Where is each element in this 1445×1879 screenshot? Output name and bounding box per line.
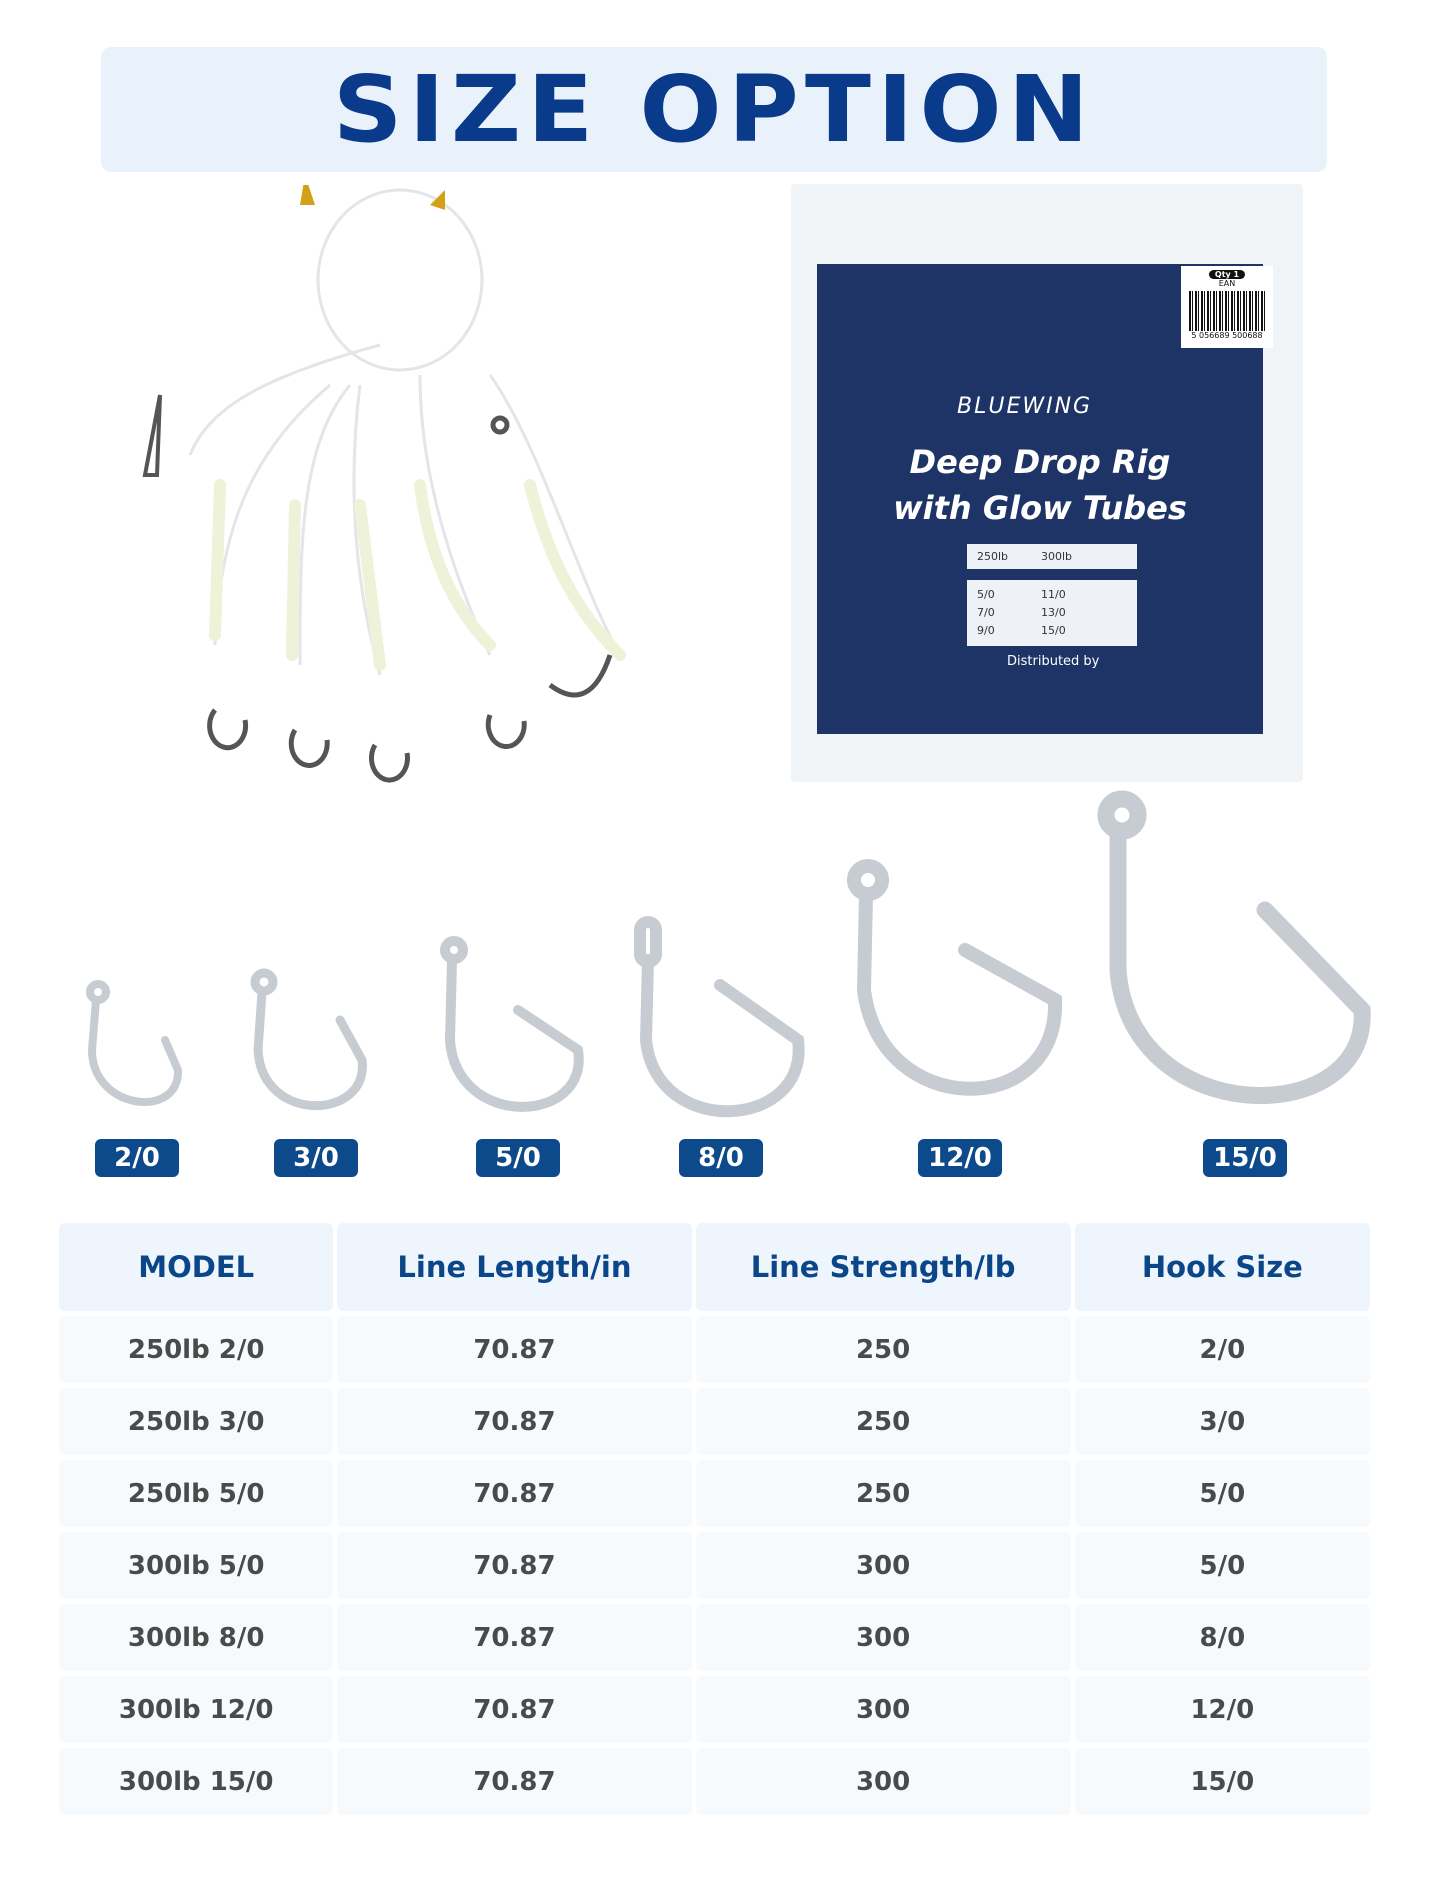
qty-badge: Qty 1 bbox=[1208, 270, 1246, 279]
option-5-0: 5/0 bbox=[977, 588, 995, 601]
hooks-photo bbox=[86, 790, 1371, 1118]
hook-size-badge: 15/0 bbox=[1203, 1139, 1287, 1177]
cell-hook-size: 15/0 bbox=[1074, 1748, 1370, 1815]
cell-model: 250lb 5/0 bbox=[59, 1460, 334, 1527]
hook-3-0 bbox=[250, 968, 367, 1111]
size-table: MODEL Line Length/in Line Strength/lb Ho… bbox=[59, 1223, 1370, 1820]
cell-line-strength: 300 bbox=[695, 1748, 1071, 1815]
option-300lb: 300lb bbox=[1041, 550, 1073, 563]
rig-photo bbox=[142, 185, 626, 783]
brand-logo: BLUEWING bbox=[957, 394, 1093, 419]
strength-options: 250lb 300lb bbox=[967, 544, 1137, 569]
cell-model: 250lb 2/0 bbox=[59, 1316, 334, 1383]
cell-line-strength: 300 bbox=[695, 1604, 1071, 1671]
hook-5-0 bbox=[440, 936, 584, 1112]
cell-model: 300lb 5/0 bbox=[59, 1532, 334, 1599]
cell-line-length: 70.87 bbox=[337, 1604, 692, 1671]
cell-line-length: 70.87 bbox=[337, 1532, 692, 1599]
cell-line-strength: 300 bbox=[695, 1676, 1071, 1743]
package-photo: BLUEWING Deep Drop Rig with Glow Tubes 2… bbox=[791, 184, 1303, 782]
package-title-line1: Deep Drop Rig bbox=[909, 443, 1171, 481]
hook-size-badge: 3/0 bbox=[274, 1139, 358, 1177]
hook-size-badge: 12/0 bbox=[918, 1139, 1002, 1177]
cell-line-length: 70.87 bbox=[337, 1748, 692, 1815]
table-header: MODEL Line Length/in Line Strength/lb Ho… bbox=[59, 1223, 1370, 1311]
barcode-number: 5 056689 500688 bbox=[1191, 331, 1263, 340]
ean-label: EAN bbox=[1218, 279, 1236, 288]
option-9-0: 9/0 bbox=[977, 624, 995, 637]
option-11-0: 11/0 bbox=[1041, 588, 1066, 601]
cell-model: 300lb 12/0 bbox=[59, 1676, 334, 1743]
header-line-length: Line Length/in bbox=[337, 1223, 692, 1311]
hook-12-0 bbox=[847, 859, 1063, 1096]
hook-8-0 bbox=[634, 916, 805, 1118]
hook-size-badge: 8/0 bbox=[679, 1139, 763, 1177]
cell-line-strength: 250 bbox=[695, 1388, 1071, 1455]
cell-model: 300lb 15/0 bbox=[59, 1748, 334, 1815]
cell-line-length: 70.87 bbox=[337, 1316, 692, 1383]
cell-hook-size: 2/0 bbox=[1074, 1316, 1370, 1383]
hook-size-badge: 5/0 bbox=[476, 1139, 560, 1177]
cell-hook-size: 5/0 bbox=[1074, 1460, 1370, 1527]
hook-2-0 bbox=[86, 980, 183, 1106]
hook-15-0 bbox=[1097, 790, 1371, 1104]
option-15-0: 15/0 bbox=[1041, 624, 1066, 637]
option-7-0: 7/0 bbox=[977, 606, 995, 619]
package-title-line2: with Glow Tubes bbox=[893, 489, 1187, 527]
header-hook-size: Hook Size bbox=[1074, 1223, 1370, 1311]
option-13-0: 13/0 bbox=[1041, 606, 1066, 619]
cell-line-strength: 250 bbox=[695, 1460, 1071, 1527]
cell-line-strength: 300 bbox=[695, 1532, 1071, 1599]
cell-model: 250lb 3/0 bbox=[59, 1388, 334, 1455]
option-250lb: 250lb bbox=[977, 550, 1009, 563]
header-line-strength: Line Strength/lb bbox=[695, 1223, 1071, 1311]
cell-model: 300lb 8/0 bbox=[59, 1604, 334, 1671]
header-model: MODEL bbox=[59, 1223, 334, 1311]
distributed-by: Distributed by bbox=[1007, 654, 1100, 669]
cell-line-strength: 250 bbox=[695, 1316, 1071, 1383]
barcode-label: Qty 1 EAN 5 056689 500688 bbox=[1181, 266, 1273, 348]
cell-line-length: 70.87 bbox=[337, 1388, 692, 1455]
title-banner: SIZE OPTION bbox=[101, 47, 1327, 172]
hook-options: 5/0 11/0 7/0 13/0 9/0 15/0 bbox=[967, 580, 1137, 646]
cell-hook-size: 5/0 bbox=[1074, 1532, 1370, 1599]
cell-line-length: 70.87 bbox=[337, 1460, 692, 1527]
page-title: SIZE OPTION bbox=[332, 56, 1096, 163]
cell-hook-size: 3/0 bbox=[1074, 1388, 1370, 1455]
cell-line-length: 70.87 bbox=[337, 1676, 692, 1743]
hook-size-badge: 2/0 bbox=[95, 1139, 179, 1177]
cell-hook-size: 12/0 bbox=[1074, 1676, 1370, 1743]
cell-hook-size: 8/0 bbox=[1074, 1604, 1370, 1671]
barcode-icon bbox=[1189, 291, 1265, 331]
